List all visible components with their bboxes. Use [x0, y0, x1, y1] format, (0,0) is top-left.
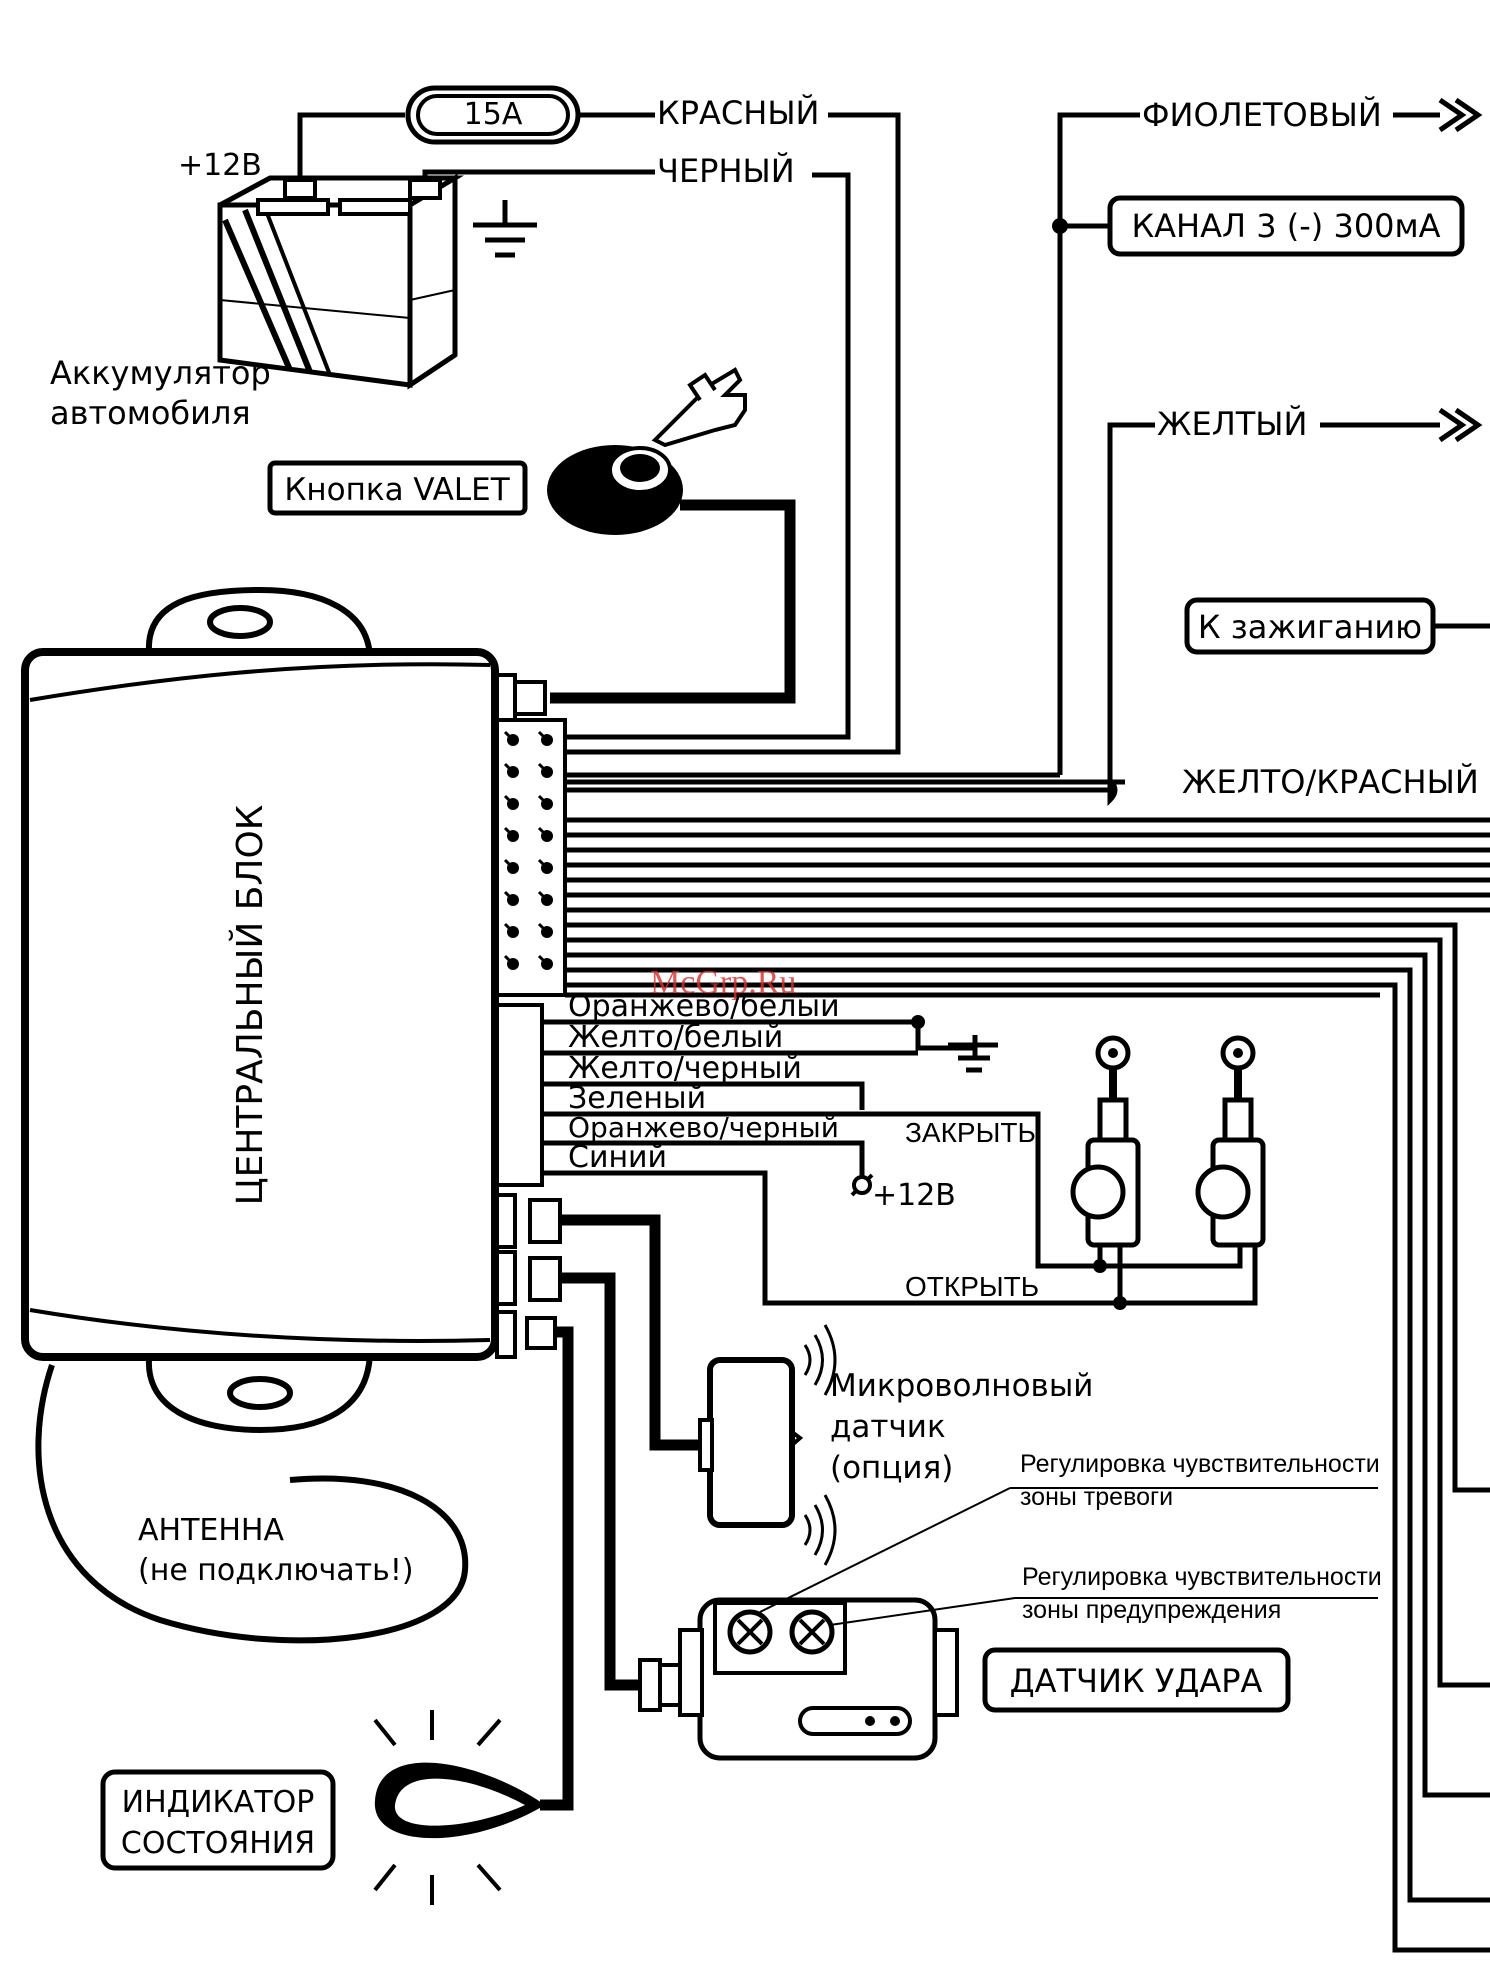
battery-caption-line1: Аккумулятор [50, 354, 271, 392]
fuse-rating: 15A [464, 97, 523, 132]
indicator-line1: ИНДИКАТОР [122, 1785, 315, 1820]
ground-icon [473, 200, 537, 258]
microwave-line2: датчик [830, 1409, 946, 1445]
battery-caption-line2: автомобиля [50, 394, 251, 432]
warning-sensitivity-knob[interactable] [789, 1609, 835, 1655]
lock-wire-label-4: Оранжево/черный [568, 1111, 839, 1144]
connector-pin-lead [503, 762, 515, 774]
pointing-hand-icon [651, 367, 747, 448]
connector-pin-lead [537, 794, 549, 806]
battery [217, 173, 465, 390]
alarm-adjust-line1: Регулировка чувствительности [1020, 1450, 1380, 1478]
connector-pin-lead [503, 954, 515, 966]
valet-label: Кнопка VALET [284, 472, 510, 508]
ignition-label: К зажиганию [1198, 608, 1422, 646]
shock-cable [560, 1272, 640, 1691]
valet-connector [495, 673, 547, 722]
yellow-wire-label: ЖЕЛТЫЙ [1157, 405, 1307, 443]
connector-pin-lead [503, 794, 515, 806]
yellow-wire [1107, 422, 1155, 800]
indicator-label-box [100, 1769, 336, 1871]
violet-wire-label: ФИОЛЕТОВЫЙ [1142, 96, 1382, 134]
connector-pin-lead [503, 890, 515, 902]
shock-connector [495, 1250, 562, 1306]
connector-pin-lead [537, 954, 549, 966]
main-harness-connector [495, 718, 567, 997]
battery-positive-wire [297, 112, 405, 182]
battery-negative-wire [422, 169, 655, 182]
indicator-connector [495, 1310, 557, 1359]
microwave-line3: (опция) [830, 1450, 953, 1486]
channel3-box [1107, 195, 1465, 257]
connector-pin-lead [503, 858, 515, 870]
microwave-sensor [698, 1324, 837, 1566]
lock-wire-label-1: Желто/белый [568, 1020, 783, 1055]
double-chevron-arrow-icon [1438, 407, 1483, 443]
lock-harness-connector [495, 1003, 544, 1187]
yellow-red-wire-label: ЖЕЛТО/КРАСНЫЙ [1182, 763, 1479, 801]
connector-pin-lead [537, 858, 549, 870]
shock-sensor-label: ДАТЧИК УДАРА [1010, 1662, 1263, 1700]
antenna-wire [35, 1364, 469, 1644]
alarm-adjust-line2: зоны тревоги [1020, 1483, 1173, 1511]
connector-pin-lead [537, 890, 549, 902]
valet-label-box [267, 460, 528, 516]
lock-wire-label-0: Оранжево/белый [568, 989, 840, 1024]
microwave-line1: Микроволновый [830, 1368, 1093, 1404]
indicator-cable [540, 1326, 574, 1811]
valet-button[interactable] [547, 445, 683, 535]
connector-pin-lead [537, 730, 549, 742]
door-lock-actuator-2 [1100, 1035, 1266, 1306]
red-wire-label: КРАСНЫЙ [657, 94, 819, 132]
ground-icon [948, 1035, 998, 1073]
connector-pin-lead [503, 922, 515, 934]
lock-wire-label-2: Желто/черный [568, 1051, 802, 1086]
connector-pin-lead [537, 762, 549, 774]
indicator-line2: СОСТОЯНИЯ [121, 1826, 315, 1861]
connector-pin-lead [503, 730, 515, 742]
red-wire [560, 112, 901, 755]
warning-adjust-line1: Регулировка чувствительности [1022, 1563, 1382, 1591]
shock-sensor-label-box [982, 1647, 1291, 1713]
lock-close-label: ЗАКРЫТЬ [905, 1117, 1036, 1148]
alarm-sensitivity-knob[interactable] [727, 1609, 773, 1655]
battery-plus-label: +12В [178, 148, 262, 183]
door-lock-actuator-1 [1070, 1035, 1141, 1303]
antenna-line1: АНТЕННА [138, 1513, 284, 1548]
connector-pin-lead [503, 826, 515, 838]
lock-wire-label-3: Зеленый [568, 1081, 706, 1116]
channel3-label: КАНАЛ 3 (-) 300мА [1131, 207, 1440, 245]
central-unit-label: ЦЕНТРАЛЬНЫЙ БЛОК [229, 805, 271, 1206]
fuse [405, 85, 581, 145]
central-unit-mount-tabs [145, 586, 374, 1434]
valet-cable [550, 499, 796, 704]
black-wire [560, 172, 851, 740]
antenna-line2: (не подключать!) [138, 1553, 414, 1588]
watermark: McGrp.Ru [650, 964, 796, 1001]
warning-adjust-line2: зоны предупреждения [1022, 1596, 1281, 1624]
lock-open-label: ОТКРЫТЬ [905, 1271, 1039, 1302]
led-indicator-icon [373, 1710, 545, 1905]
double-chevron-arrow-icon [1438, 97, 1483, 133]
lock-plus12-label: +12В [872, 1178, 956, 1213]
violet-wire [1057, 112, 1140, 775]
lock-wire-label-5: Синий [568, 1140, 667, 1175]
black-wire-label: ЧЕРНЫЙ [657, 152, 795, 190]
microwave-cable [560, 1214, 705, 1451]
microwave-connector [495, 1193, 562, 1249]
connector-pin-lead [537, 826, 549, 838]
connector-pin-lead [537, 922, 549, 934]
